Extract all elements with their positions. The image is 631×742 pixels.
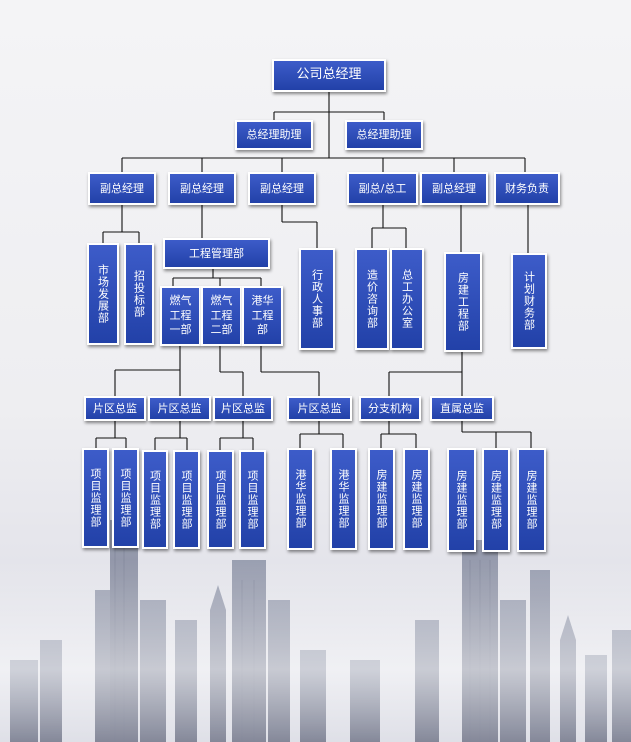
node-area-supervisor-4: 片区总监 — [287, 396, 352, 421]
node-direct-supervisor: 直属总监 — [430, 396, 494, 421]
node-planning-finance-dept: 计划财务部 — [511, 253, 547, 349]
node-project-supervision-dept-4: 项目监理部 — [173, 450, 200, 549]
node-project-supervision-dept-1: 项目监理部 — [82, 448, 109, 548]
node-engineering-management-dept: 工程管理部 — [163, 238, 270, 269]
node-housing-supervision-dept-2: 房建监理部 — [403, 448, 430, 550]
node-hk-china-supervision-dept-1: 港华监理部 — [287, 448, 314, 550]
node-cost-consulting-dept: 造价咨询部 — [355, 248, 389, 350]
node-deputy-gm-1: 副总经理 — [88, 172, 156, 205]
node-area-supervisor-1: 片区总监 — [84, 396, 146, 421]
node-housing-supervision-dept-5: 房建监理部 — [517, 448, 546, 552]
node-gm-assistant-2: 总经理助理 — [345, 120, 423, 150]
node-housing-supervision-dept-3: 房建监理部 — [447, 448, 476, 552]
node-branch-office: 分支机构 — [359, 396, 421, 421]
node-deputy-gm-5: 副总经理 — [420, 172, 488, 205]
node-hk-china-supervision-dept-2: 港华监理部 — [330, 448, 357, 550]
node-housing-supervision-dept-1: 房建监理部 — [368, 448, 395, 550]
node-hk-china-engineering-dept: 港华 工程 部 — [242, 286, 283, 346]
node-gas-engineering-dept-2: 燃气 工程 二部 — [201, 286, 242, 346]
node-area-supervisor-3: 片区总监 — [213, 396, 273, 421]
node-project-supervision-dept-3: 项目监理部 — [142, 450, 168, 549]
node-project-supervision-dept-2: 项目监理部 — [112, 448, 139, 548]
node-gas-engineering-dept-1: 燃气 工程 一部 — [160, 286, 201, 346]
node-project-supervision-dept-5: 项目监理部 — [207, 450, 234, 549]
node-general-manager: 公司总经理 — [272, 59, 386, 92]
node-housing-engineering-dept: 房建工程部 — [444, 252, 482, 352]
node-gm-assistant-1: 总经理助理 — [235, 120, 313, 150]
node-area-supervisor-2: 片区总监 — [148, 396, 211, 421]
node-deputy-gm-2: 副总经理 — [168, 172, 236, 205]
node-admin-hr-dept: 行政人事部 — [299, 248, 335, 350]
node-bidding-dept: 招投标部 — [124, 243, 154, 345]
node-finance-head: 财务负责 — [494, 172, 560, 205]
node-project-supervision-dept-6: 项目监理部 — [239, 450, 266, 549]
node-deputy-chief-engineer: 副总/总工 — [347, 172, 418, 205]
node-housing-supervision-dept-4: 房建监理部 — [482, 448, 510, 552]
node-market-development-dept: 市场发展部 — [87, 243, 119, 345]
node-chief-engineer-office: 总工办公室 — [390, 248, 424, 350]
node-deputy-gm-3: 副总经理 — [248, 172, 316, 205]
